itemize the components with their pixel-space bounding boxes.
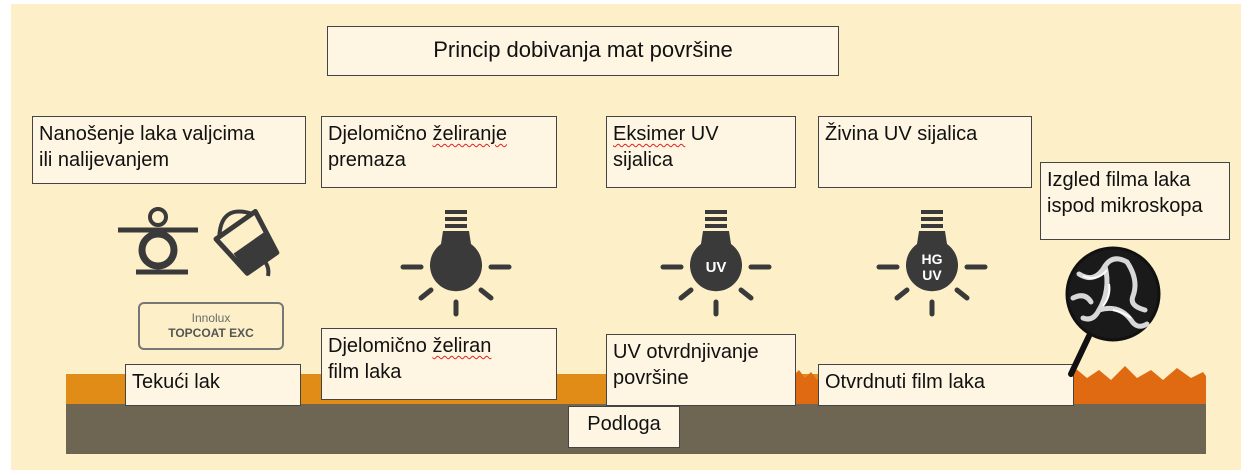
- badge-line: TOPCOAT EXC: [168, 326, 254, 340]
- text-part: Djelomično: [328, 335, 433, 357]
- pouring-bucket-icon: [213, 208, 280, 277]
- step-label-coating: Nanošenje laka valjcima ili nalijevanjem: [32, 116, 306, 184]
- step-label-partial-gelling: Djelomično želiranje premaza: [321, 116, 557, 188]
- diagram-title: Princip dobivanja mat površine: [327, 26, 839, 76]
- liquid-lacquer-label: Tekući lak: [125, 364, 301, 406]
- text-part: želiran: [432, 335, 492, 357]
- hg-uv-bulb-icon: HG UV: [876, 210, 988, 317]
- step-label-excimer: Eksimer UV sijalica: [606, 116, 796, 188]
- text-part: Eksimer: [613, 123, 686, 145]
- product-badge: Innolux TOPCOAT EXC: [138, 302, 284, 350]
- step-label-mercury: Živina UV sijalica: [818, 116, 1032, 188]
- uv-curing-label: UV otvrdnjivanje površine: [606, 334, 796, 406]
- text-part: UV sijalica: [613, 123, 719, 171]
- uv-bulb-text: UV: [922, 267, 942, 283]
- uv-bulb-text: UV: [706, 259, 727, 276]
- bulb-icon: [400, 210, 512, 317]
- text-part: film laka: [328, 361, 402, 383]
- diagram-canvas: Princip dobivanja mat površine Nanošenje…: [11, 4, 1241, 470]
- badge-line: Innolux: [191, 311, 231, 325]
- text-part: premaza: [328, 149, 406, 171]
- step-label-microscope: Izgled filma laka ispod mikroskopa: [1040, 162, 1230, 240]
- roller-icon: [118, 207, 198, 275]
- text-part: želiranje: [432, 123, 507, 145]
- hg-bulb-text: HG: [922, 251, 943, 267]
- cured-film-label: Otvrdnuti film laka: [818, 364, 1074, 406]
- magnifier-icon: [1065, 246, 1161, 377]
- text-part: Djelomično: [328, 123, 433, 145]
- substrate-label: Podloga: [568, 406, 680, 448]
- uv-bulb-icon: UV: [660, 210, 772, 317]
- partial-gel-film-label: Djelomično želiran film laka: [321, 328, 557, 400]
